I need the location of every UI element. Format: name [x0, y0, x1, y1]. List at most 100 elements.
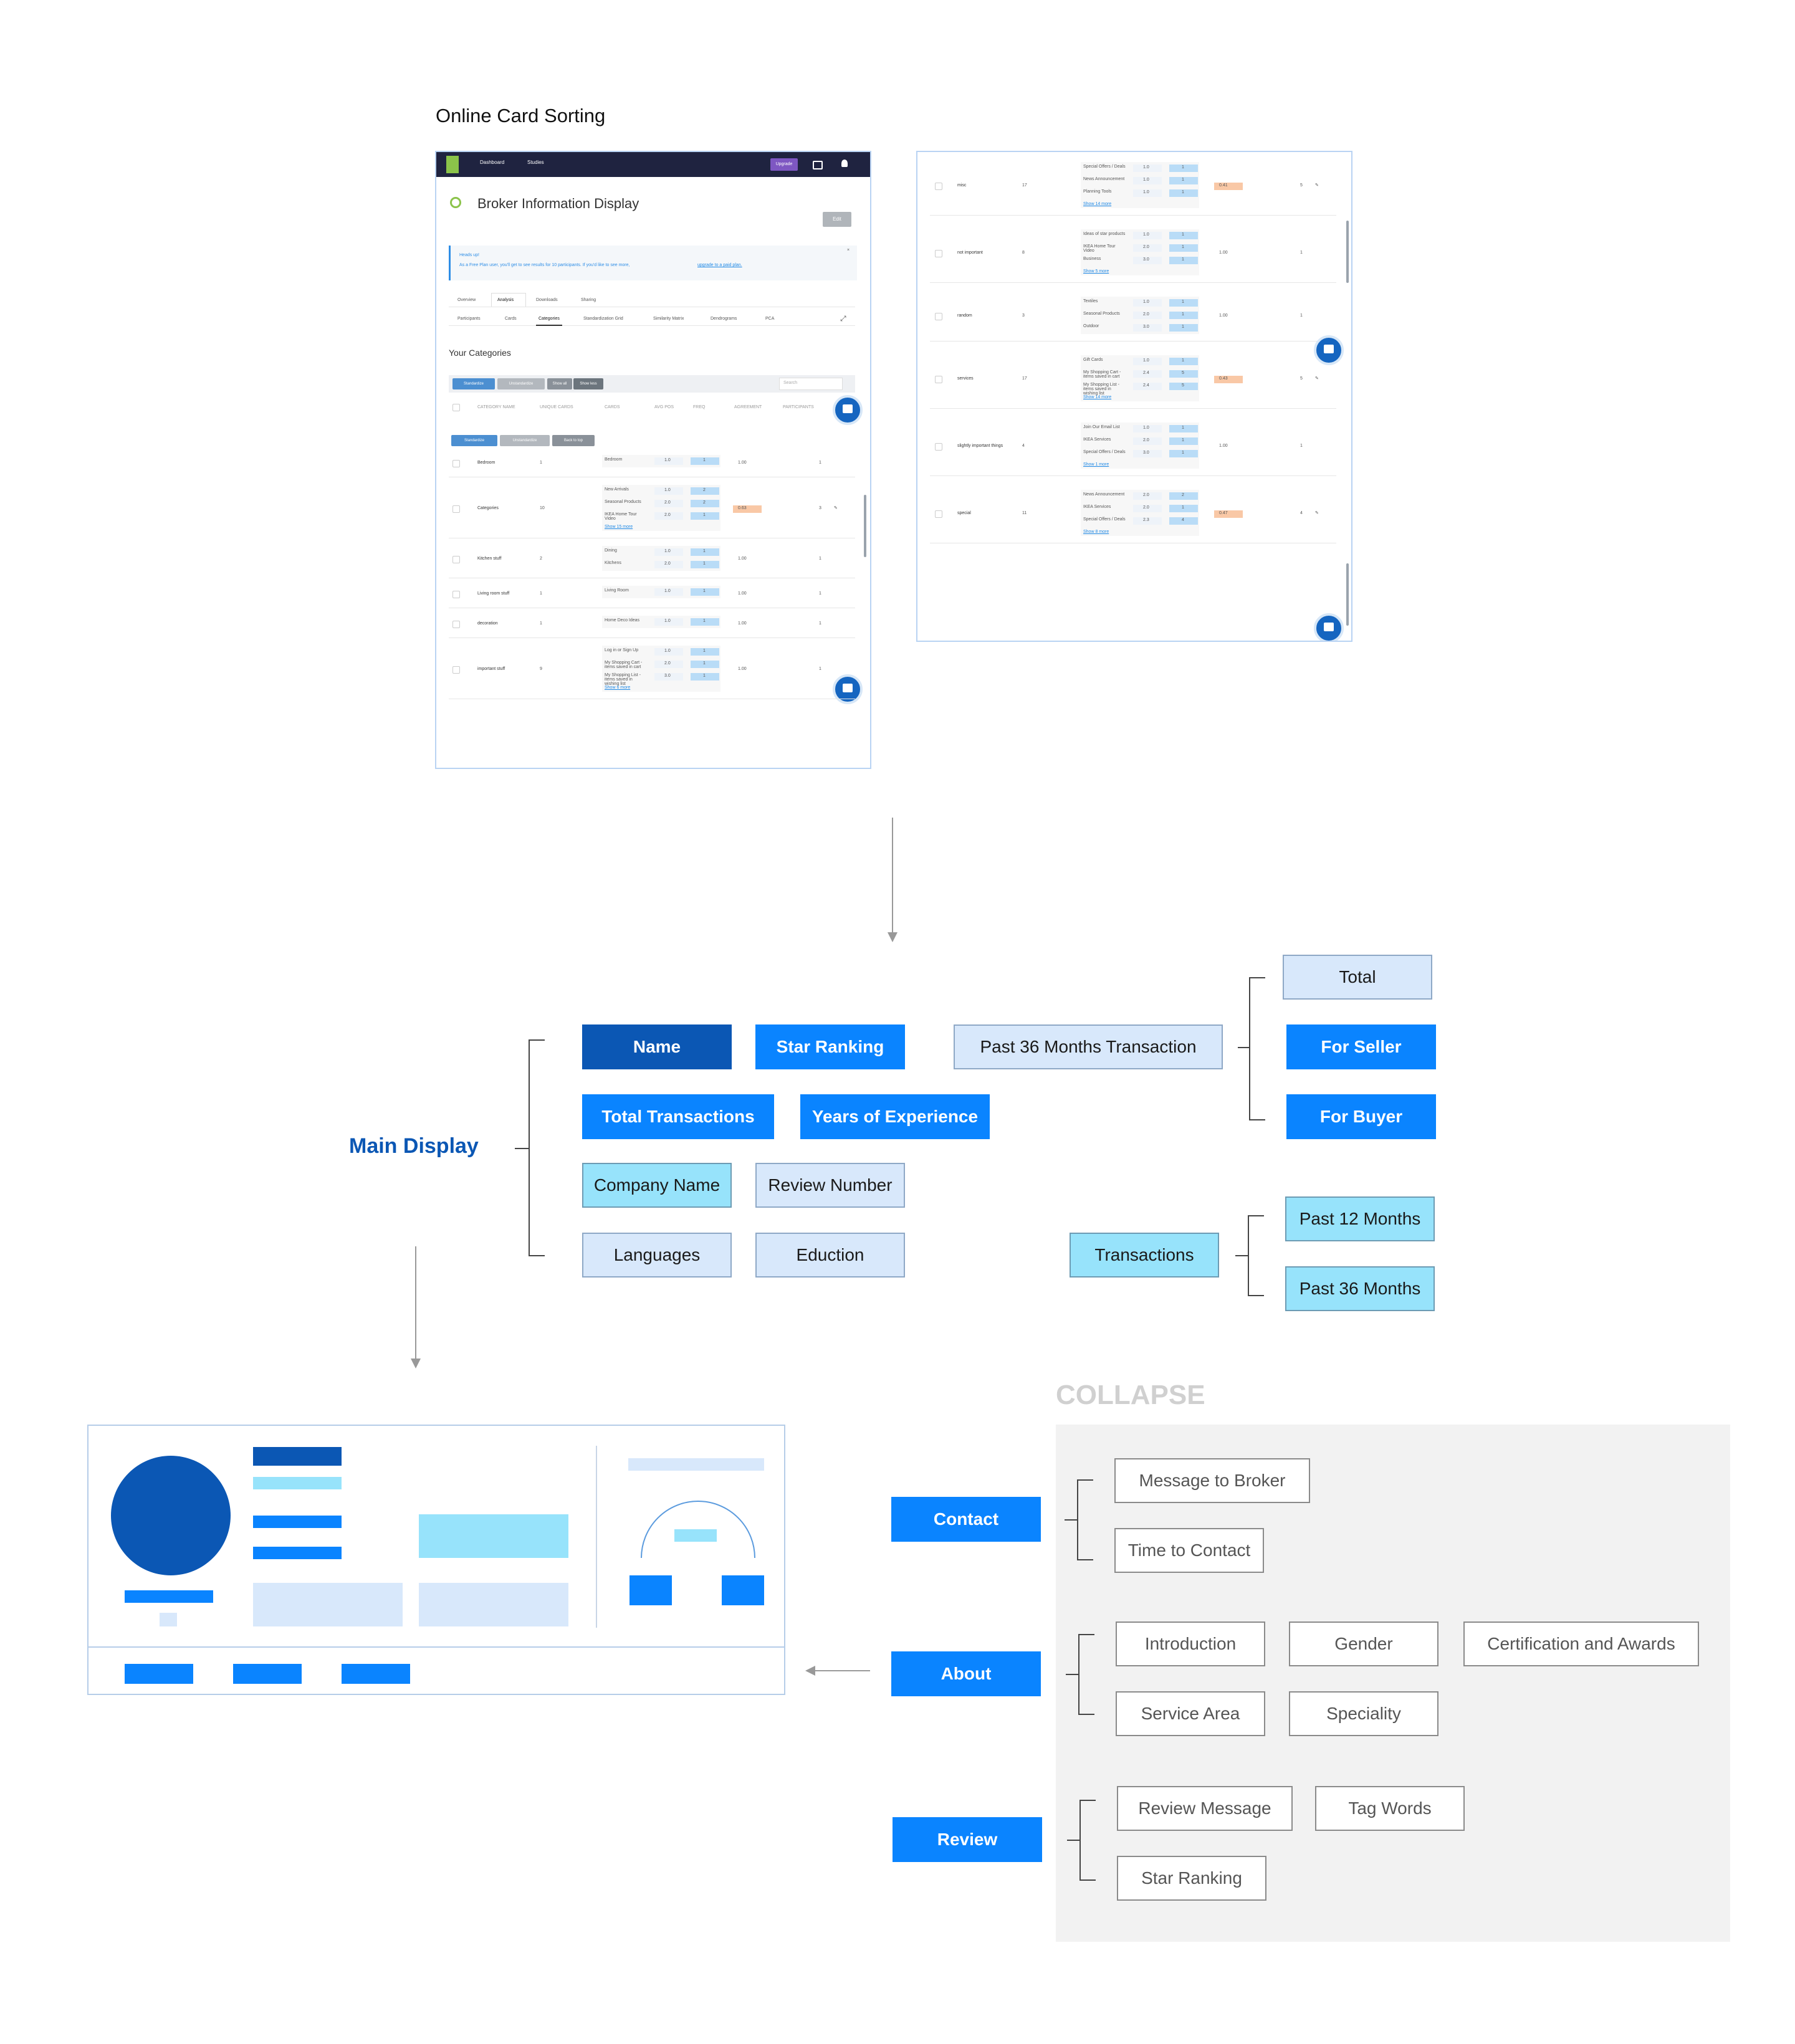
standardize-button[interactable]: Standardize	[452, 378, 495, 389]
show-all-button[interactable]: Show all	[547, 378, 572, 389]
subtab-categories[interactable]: Categories	[538, 317, 560, 321]
about-button[interactable]: About	[891, 1651, 1041, 1696]
row-checkbox[interactable]	[452, 460, 460, 467]
search-input[interactable]: Search	[779, 378, 843, 390]
edit-button[interactable]: Edit	[823, 212, 851, 227]
close-icon[interactable]: ×	[847, 248, 850, 252]
freq-value: 5	[1182, 383, 1184, 388]
avg-pos-cell	[654, 618, 683, 626]
edit-icon[interactable]: ✎	[1315, 183, 1319, 188]
agreement-value: 0.47	[1219, 511, 1228, 515]
chat-icon[interactable]	[1314, 335, 1344, 365]
row-checkbox[interactable]	[935, 443, 942, 451]
freq-value: 1	[1182, 312, 1184, 317]
review-button[interactable]: Review	[893, 1817, 1042, 1862]
show-more-link[interactable]: Show 14 more	[1083, 395, 1112, 399]
card-label: My Shopping List - items saved in wishin…	[605, 673, 641, 686]
freq-cell	[691, 500, 719, 507]
show-more-link[interactable]: Show 5 more	[1083, 269, 1109, 274]
row-checkbox[interactable]	[935, 376, 942, 383]
card-label: Outdoor	[1083, 324, 1099, 328]
row-checkbox[interactable]	[452, 591, 460, 598]
tab-analysis[interactable]: Analysis	[497, 298, 514, 302]
chat-icon[interactable]	[1314, 613, 1344, 641]
row-checkbox[interactable]	[935, 183, 942, 190]
show-more-link[interactable]: Show 15 more	[605, 525, 633, 529]
show-more-link[interactable]: Show 14 more	[1083, 202, 1112, 206]
agreement-highlight	[1214, 376, 1243, 383]
freq-value: 1	[703, 661, 706, 666]
row-checkbox[interactable]	[452, 666, 460, 674]
contact-button[interactable]: Contact	[891, 1497, 1041, 1542]
card-label: IKEA Home Tour Video	[605, 512, 637, 521]
subtab-pca[interactable]: PCA	[765, 317, 775, 321]
tab-sharing[interactable]: Sharing	[581, 298, 596, 302]
upgrade-button[interactable]: Upgrade	[770, 158, 798, 171]
tab-overview[interactable]: Overview	[457, 298, 476, 302]
card-sort-screenshot-left: Dashboard Studies Upgrade Broker Informa…	[435, 151, 871, 769]
active-tab-box	[491, 293, 526, 307]
card-label: Bedroom	[605, 457, 623, 462]
subtab-similarity[interactable]: Similarity Matrix	[653, 317, 684, 321]
row-unstandardize-button[interactable]: Unstandardize	[500, 435, 550, 446]
subtab-participants[interactable]: Participants	[457, 317, 481, 321]
time-to-contact-box: Time to Contact	[1114, 1528, 1264, 1573]
avg-pos-value: 3.0	[664, 674, 671, 678]
user-icon[interactable]	[841, 160, 848, 167]
unique-cards-count: 1	[540, 621, 542, 626]
show-more-link[interactable]: Show 1 more	[1083, 462, 1109, 467]
participants-value: 4	[1300, 511, 1303, 515]
tab-downloads[interactable]: Downloads	[536, 298, 558, 302]
chat-icon[interactable]	[833, 674, 863, 704]
expand-icon[interactable]: ⤢	[840, 314, 846, 323]
participants-value: 1	[1300, 313, 1303, 318]
freq-cell	[691, 661, 719, 668]
megaphone-icon[interactable]	[813, 161, 823, 170]
row-checkbox[interactable]	[935, 313, 942, 320]
subtab-cards[interactable]: Cards	[505, 317, 517, 321]
row-checkbox[interactable]	[452, 505, 460, 513]
scrollbar[interactable]	[864, 495, 866, 557]
edit-icon[interactable]: ✎	[1315, 376, 1319, 381]
show-more-link[interactable]: Show 8 more	[1083, 530, 1109, 534]
chat-icon[interactable]	[833, 395, 863, 425]
back-to-top-button[interactable]: Back to top	[552, 435, 595, 446]
notice-heading: Heads up!	[459, 253, 479, 257]
edit-icon[interactable]: ✎	[1315, 511, 1319, 515]
card-label: Log in or Sign Up	[605, 648, 639, 652]
upgrade-link[interactable]: upgrade to a paid plan.	[697, 263, 742, 267]
edit-icon[interactable]: ✎	[834, 506, 838, 510]
unstandardize-button[interactable]: Unstandardize	[497, 378, 545, 389]
nav-dashboard[interactable]: Dashboard	[480, 160, 505, 165]
avg-pos-cell	[654, 548, 683, 556]
row-checkbox[interactable]	[452, 556, 460, 563]
avg-pos-cell	[654, 648, 683, 656]
avg-pos-cell	[1133, 177, 1162, 184]
app-logo	[446, 156, 459, 173]
scrollbar[interactable]	[1346, 563, 1349, 626]
freq-cell	[691, 512, 719, 520]
participants-value: 1	[819, 621, 821, 626]
row-standardize-button[interactable]: Standardize	[451, 435, 497, 446]
row-checkbox[interactable]	[935, 250, 942, 257]
tab-about-block	[233, 1664, 302, 1684]
show-more-link[interactable]: Show 6 more	[605, 685, 631, 690]
scrollbar[interactable]	[1346, 221, 1349, 283]
row-checkbox[interactable]	[935, 510, 942, 518]
card-label: Special Offers / Deals	[1083, 165, 1126, 169]
show-less-button[interactable]: Show less	[573, 378, 603, 389]
flow-arrow-down	[888, 818, 897, 942]
freq-cell	[1169, 370, 1198, 378]
subtab-standardization[interactable]: Standardization Grid	[583, 317, 623, 321]
subtab-dendrograms[interactable]: Dendrograms	[711, 317, 737, 321]
nav-studies[interactable]: Studies	[527, 160, 544, 165]
category-name: important stuff	[477, 667, 505, 671]
freq-value: 1	[703, 589, 706, 593]
row-checkbox[interactable]	[452, 621, 460, 628]
freq-value: 2	[1182, 493, 1184, 497]
languages-box: Languages	[582, 1233, 732, 1278]
row-toolbar: Standardize Unstandardize Back to top	[451, 435, 607, 447]
avg-pos-value: 2.0	[1143, 438, 1149, 442]
